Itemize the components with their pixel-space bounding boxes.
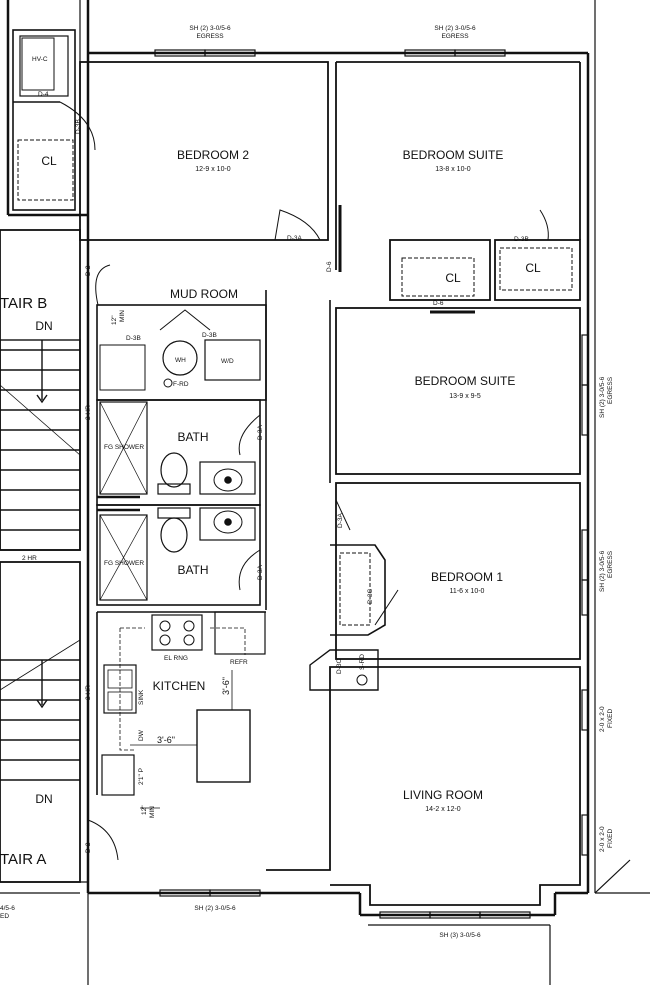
closet-suite-a-label: CL <box>445 271 461 285</box>
door-tag-cl: D-3B <box>75 119 82 134</box>
fire-rating-top: 2 HR <box>85 405 92 420</box>
bedroom-1-dims: 11-6 x 10-0 <box>450 588 485 595</box>
dishwasher-label: DW <box>138 729 145 741</box>
window-right-2-label: SH (2) 3-0/5-6 <box>599 550 606 592</box>
shower-1-label: FG SHOWER <box>104 444 144 451</box>
door-tag-bath-1: D-3A <box>257 425 264 440</box>
bedroom-suite-top-walls <box>335 61 581 314</box>
window-right-1-label: SH (2) 3-0/5-6 <box>599 376 606 418</box>
water-heater-label: WH <box>175 357 186 364</box>
stair-a-label: TAIR A <box>0 851 46 868</box>
utility-closet <box>12 29 96 211</box>
mud-room-label: MUD ROOM <box>170 287 238 301</box>
window-right-3-sub: FIXED <box>607 709 614 728</box>
kitchen-lower-dim: 2'1" P <box>138 768 145 785</box>
window-bottom-right-label: SH (3) 3-0/5-6 <box>439 932 481 939</box>
bedroom-suite-mid-walls <box>335 307 581 475</box>
window-bottom-left-label: SH (2) 3-0/5-6 <box>194 905 236 912</box>
exterior-walls <box>6 0 590 917</box>
living-room-walls <box>266 649 581 906</box>
window-top-right-label: SH (2) 3-0/5-6 <box>434 25 476 32</box>
kitchen-horizontal-dim: 3'-6" <box>157 735 175 745</box>
bedroom-suite-mid-label: BEDROOM SUITE <box>415 374 516 388</box>
kitchen-walls <box>96 611 266 809</box>
door-tag-bedroom-2: D-3A <box>287 235 302 242</box>
door-tag-d2-bottom: D-2 <box>85 842 92 853</box>
bedroom-2-walls <box>79 61 329 241</box>
door-tag-d6-b: D-6 <box>433 300 444 307</box>
bath-1-label: BATH <box>177 430 208 444</box>
fire-rating-low: 2 HR <box>85 685 92 700</box>
mud-room-walls <box>95 264 267 401</box>
bedroom-2-label: BEDROOM 2 <box>177 148 249 162</box>
bedroom-suite-mid-dims: 13-9 x 9-5 <box>449 393 481 400</box>
living-room-dims: 14-2 x 12-0 <box>425 806 461 813</box>
window-right-1-sub: EGRESS <box>607 376 614 404</box>
door-tag-mud-2: D-3B <box>202 332 217 339</box>
door-tag-d4: D-4 <box>38 91 49 98</box>
mud-clearance-dim: 12" <box>111 315 118 325</box>
door-tag-suite: D-3B <box>514 236 529 243</box>
shower-2-label: FG SHOWER <box>104 560 144 567</box>
window-bottom-edge-sub: ED <box>0 913 9 920</box>
range-label: EL RNG <box>164 655 188 662</box>
refrigerator-label: REFR <box>230 659 248 666</box>
window-right-2-sub: EGRESS <box>607 550 614 578</box>
bedroom-2-dims: 12-9 x 10-0 <box>195 166 231 173</box>
door-tag-mud-1: D-3B <box>126 335 141 342</box>
stair-a-dn: DN <box>35 792 52 806</box>
bath-2-label: BATH <box>177 563 208 577</box>
hvac-label: HV-C <box>32 56 48 63</box>
windows <box>154 49 589 919</box>
window-right-4-label: 2-0 x 2-0 <box>599 826 606 852</box>
kitchen-clearance-sub: MIN <box>149 806 156 818</box>
bedroom-1-label: BEDROOM 1 <box>431 570 503 584</box>
fire-rating-mid: 2 HR <box>22 555 37 562</box>
floor-drain-label: F-RD <box>173 381 189 388</box>
closet-left-label: CL <box>41 154 57 168</box>
door-tag-bath-2: D-3A <box>257 565 264 580</box>
window-top-left-label: SH (2) 3-0/5-6 <box>189 25 231 32</box>
corridor-walls <box>265 290 331 610</box>
washer-dryer-label: W/D <box>221 358 234 365</box>
kitchen-vertical-dim: 3'-6" <box>221 677 231 695</box>
door-tag-d2-top: D-2 <box>85 265 92 276</box>
living-room-label: LIVING ROOM <box>403 788 483 802</box>
smoke-detector-label: S-RD <box>359 654 366 670</box>
mud-clearance-sub: MIN <box>119 310 126 322</box>
door-tag-closet-living: D-3C <box>336 659 343 674</box>
bedroom-suite-top-dims: 13-8 x 10-0 <box>435 166 471 173</box>
closet-suite-b-label: CL <box>525 261 541 275</box>
kitchen-clearance-dim: 12" <box>141 805 148 815</box>
stair-b-dn: DN <box>35 319 52 333</box>
stair-a <box>0 561 119 883</box>
door-tag-closet-bed1: D-3C <box>367 589 374 604</box>
window-top-right-sub: EGRESS <box>441 33 469 40</box>
window-right-4-sub: FIXED <box>607 829 614 848</box>
window-bottom-edge-label: 4/5-6 <box>0 905 15 912</box>
kitchen-label: KITCHEN <box>153 679 206 693</box>
bath-walls <box>96 399 261 606</box>
stair-b <box>0 229 81 551</box>
door-tag-d6-a: D-6 <box>326 261 333 272</box>
stair-b-label: TAIR B <box>0 295 47 312</box>
sink-label: SINK <box>138 689 145 705</box>
bedroom-1-walls <box>330 482 581 660</box>
window-right-3-label: 2-0 x 2-0 <box>599 706 606 732</box>
door-tag-bedroom-1: D-3A <box>337 513 344 528</box>
window-top-left-sub: EGRESS <box>196 33 224 40</box>
bedroom-suite-top-label: BEDROOM SUITE <box>403 148 504 162</box>
